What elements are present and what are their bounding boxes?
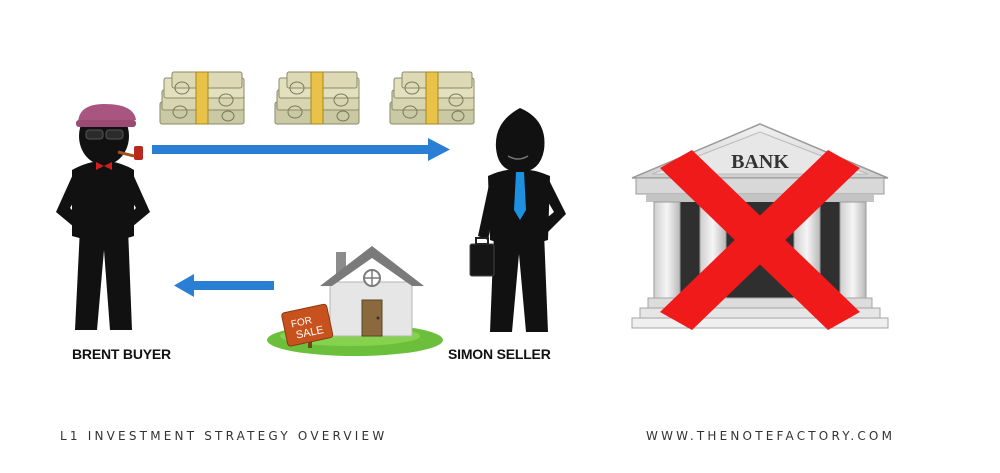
sign-text-for: FOR	[290, 315, 313, 330]
house-for-sale-icon	[267, 246, 443, 356]
money-stack-1-icon	[159, 71, 245, 125]
seller-figure-icon	[469, 108, 566, 332]
money-stack-3-icon	[389, 71, 475, 125]
buyer-name-label: BRENT BUYER	[72, 346, 171, 362]
seller-name-label: SIMON SELLER	[448, 346, 551, 362]
buyer-figure-icon	[56, 104, 150, 330]
property-arrow-left	[174, 274, 274, 297]
bank-sign-label: BANK	[731, 151, 789, 173]
money-stack-2-icon	[274, 71, 360, 125]
footer-website-link[interactable]: WWW.THENOTEFACTORY.COM	[646, 429, 896, 443]
no-bank-cross-icon	[660, 150, 860, 330]
payment-arrow-right	[152, 138, 450, 161]
sign-text-sale: SALE	[295, 324, 325, 342]
footer-title: L1 INVESTMENT STRATEGY OVERVIEW	[60, 429, 388, 443]
